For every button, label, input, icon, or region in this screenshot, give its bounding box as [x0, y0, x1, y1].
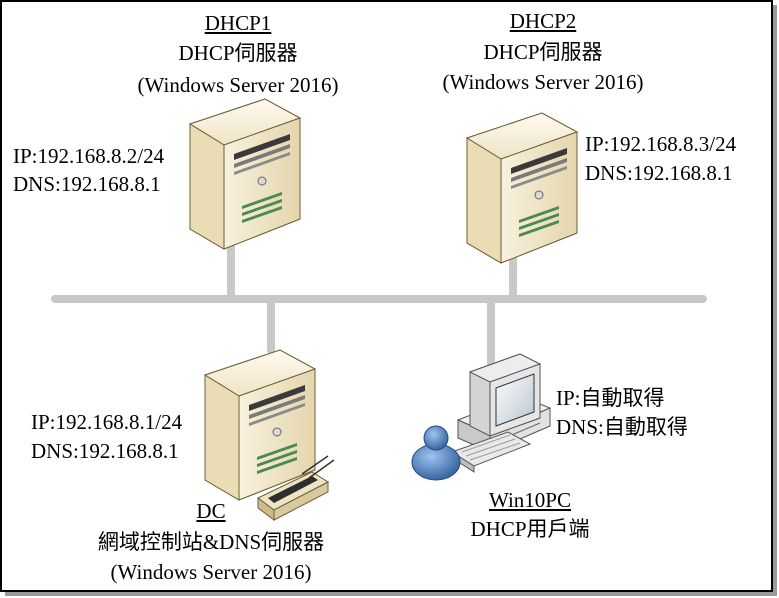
dc-ip: IP:192.168.8.1/24: [31, 410, 183, 434]
dc-role: 網域控制站&DNS伺服器: [97, 530, 325, 554]
client-role: DHCP用戶端: [470, 517, 590, 541]
network-bus: [51, 236, 707, 369]
dhcp2-name: DHCP2: [509, 9, 577, 33]
dhcp1-dns: DNS:192.168.8.1: [13, 172, 161, 196]
client-ip: IP:自動取得: [556, 386, 665, 410]
dhcp1-role: DHCP伺服器: [178, 41, 298, 65]
dhcp1-name: DHCP1: [204, 11, 272, 35]
dhcp2-os: (Windows Server 2016): [442, 70, 644, 94]
dhcp2-ip: IP:192.168.8.3/24: [585, 132, 737, 156]
dc-os: (Windows Server 2016): [110, 560, 312, 584]
dhcp2-dns: DNS:192.168.8.1: [585, 161, 733, 185]
client-name: Win10PC: [488, 488, 572, 512]
dc-name: DC: [196, 499, 226, 523]
dc-dns: DNS:192.168.8.1: [31, 439, 179, 463]
network-switch-icon: [257, 455, 335, 521]
user-icon: [411, 425, 461, 481]
desktop-workstation-icon: [450, 353, 552, 473]
dhcp1-ip: IP:192.168.8.2/24: [13, 144, 165, 168]
client-dns: DNS:自動取得: [556, 415, 688, 439]
dhcp1-os: (Windows Server 2016): [137, 73, 339, 97]
dhcp2-role: DHCP伺服器: [483, 40, 603, 64]
